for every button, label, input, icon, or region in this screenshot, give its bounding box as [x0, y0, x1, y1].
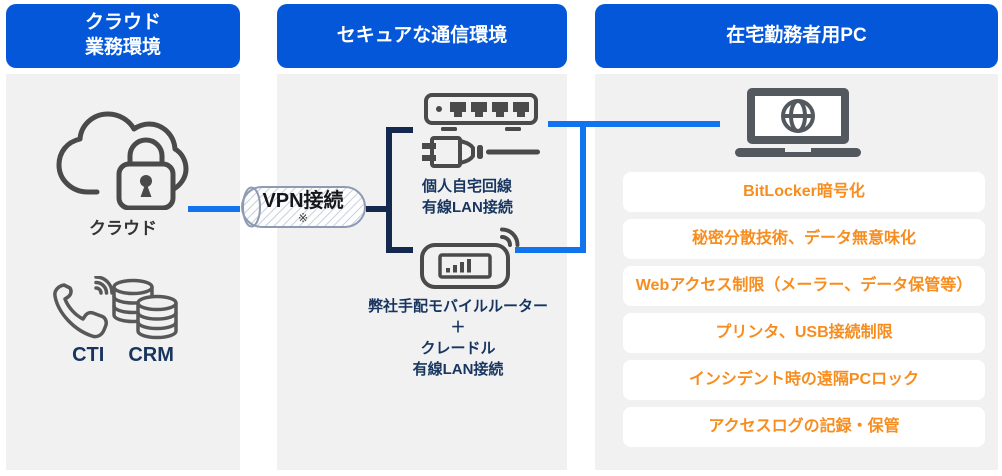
mobile-router-label-line1: 弊社手配モバイルルーター — [367, 298, 548, 315]
cloud-to-vpn-line — [188, 206, 240, 212]
network-column-body: 個人自宅回線 有線LAN接続 — [277, 74, 567, 470]
mobile-router-label-line2: ＋ — [450, 319, 466, 336]
network-column-header-text: セキュアな通信環境 — [336, 24, 508, 46]
home-line-label-line2: 有線LAN接続 — [422, 199, 513, 216]
bracket-bottom-stub — [386, 247, 413, 253]
network-column: セキュアな通信環境 — [277, 4, 567, 470]
ethernet-plug-icon — [420, 134, 542, 175]
network-column-header: セキュアな通信環境 — [277, 4, 567, 68]
feature-item: 秘密分散技術、データ無意味化 — [623, 219, 985, 259]
crm-label: CRM — [128, 344, 174, 366]
blue-vertical-line — [580, 121, 586, 253]
cti-label: CTI — [72, 344, 105, 366]
wired-router-icon — [424, 93, 538, 138]
mobile-router-label-line3: クレードル — [420, 340, 496, 357]
feature-item: Webアクセス制限（メーラー、データ保管等） — [623, 266, 985, 306]
cloud-lock-icon — [49, 102, 189, 215]
router-to-laptop-line — [548, 121, 720, 127]
mobile-to-line — [515, 247, 586, 253]
feature-item: プリンタ、USB接続制限 — [623, 313, 985, 353]
cloud-column: クラウド 業務環境 クラウド — [6, 4, 240, 470]
feature-item: インシデント時の遠隔PCロック — [623, 360, 985, 400]
vpn-tunnel-icon — [241, 186, 366, 228]
cloud-column-header-line2: 業務環境 — [84, 37, 161, 58]
feature-item: BitLocker暗号化 — [623, 172, 985, 212]
cloud-column-header: クラウド 業務環境 — [6, 4, 240, 68]
mobile-router-icon — [420, 225, 528, 294]
vpn-tunnel-capsule: VPN接続 ※ — [238, 185, 368, 229]
vpn-to-bracket-line — [366, 206, 392, 212]
cloud-column-body: クラウド — [6, 74, 240, 470]
pc-column: 在宅勤務者用PC BitLocker暗号化 秘密分散技術 — [595, 4, 998, 470]
vpn-label: VPN接続 — [262, 189, 344, 212]
pc-column-body: BitLocker暗号化 秘密分散技術、データ無意味化 Webアクセス制限（メー… — [595, 74, 998, 470]
mobile-router-label: 弊社手配モバイルルーター ＋ クレードル 有線LAN接続 — [365, 296, 551, 380]
home-line-label: 個人自宅回線 有線LAN接続 — [422, 176, 513, 218]
mobile-router-label-line4: 有線LAN接続 — [412, 361, 504, 378]
feature-item: アクセスログの記録・保管 — [623, 407, 985, 447]
laptop-globe-icon — [735, 88, 861, 163]
feature-list: BitLocker暗号化 秘密分散技術、データ無意味化 Webアクセス制限（メー… — [623, 172, 985, 454]
cti-crm-icons — [52, 275, 187, 347]
bracket-top-stub — [386, 127, 413, 133]
systems-labels: CTI CRM — [6, 344, 240, 367]
database-icon — [112, 278, 178, 340]
cloud-label: クラウド — [89, 219, 157, 238]
pc-column-header-text: 在宅勤務者用PC — [726, 24, 867, 46]
cloud-column-header-line1: クラウド — [84, 12, 161, 34]
bracket-vertical-line — [386, 127, 392, 253]
phone-signal-icon — [53, 275, 114, 339]
home-line-label-line1: 個人自宅回線 — [422, 178, 513, 195]
pc-column-header: 在宅勤務者用PC — [595, 4, 998, 68]
vpn-note: ※ — [297, 210, 309, 225]
